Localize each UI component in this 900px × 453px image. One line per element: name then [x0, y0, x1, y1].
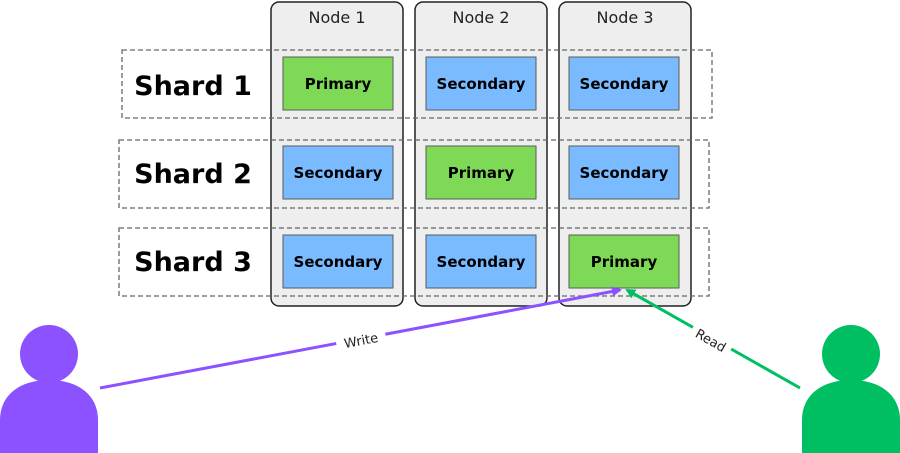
node-label: Node 3	[596, 8, 653, 27]
reader-user-icon	[802, 325, 900, 453]
replica-box: Primary	[425, 145, 537, 200]
shard-label: Shard 1	[134, 71, 252, 102]
shard-label: Shard 2	[134, 159, 252, 190]
replica-box: Secondary	[282, 234, 394, 289]
replica-box: Secondary	[568, 145, 680, 200]
shard-row-2: Shard 2	[118, 139, 710, 209]
shard-label: Shard 3	[134, 247, 252, 278]
node-label: Node 2	[452, 8, 509, 27]
svg-text:Primary: Primary	[448, 164, 515, 182]
replica-box: Secondary	[282, 145, 394, 200]
write-label: Write	[343, 331, 380, 352]
shard-row-3: Shard 3	[118, 227, 710, 297]
read-arrow: Read	[625, 288, 801, 390]
svg-text:Primary: Primary	[591, 253, 658, 271]
writer-user-icon	[0, 325, 98, 453]
replica-box: Secondary	[425, 56, 537, 111]
svg-text:Secondary: Secondary	[294, 164, 383, 182]
svg-text:Secondary: Secondary	[437, 75, 526, 93]
svg-text:Secondary: Secondary	[580, 164, 669, 182]
svg-text:Secondary: Secondary	[580, 75, 669, 93]
replica-box: Primary	[282, 56, 394, 111]
svg-text:Primary: Primary	[305, 75, 372, 93]
write-arrow: Write	[99, 286, 622, 390]
node-label: Node 1	[308, 8, 365, 27]
shard-row-1: Shard 1	[121, 49, 713, 119]
replica-box: Secondary	[568, 56, 680, 111]
replica-box: Secondary	[425, 234, 537, 289]
svg-text:Secondary: Secondary	[437, 253, 526, 271]
replica-box: Primary	[568, 234, 680, 289]
svg-text:Secondary: Secondary	[294, 253, 383, 271]
